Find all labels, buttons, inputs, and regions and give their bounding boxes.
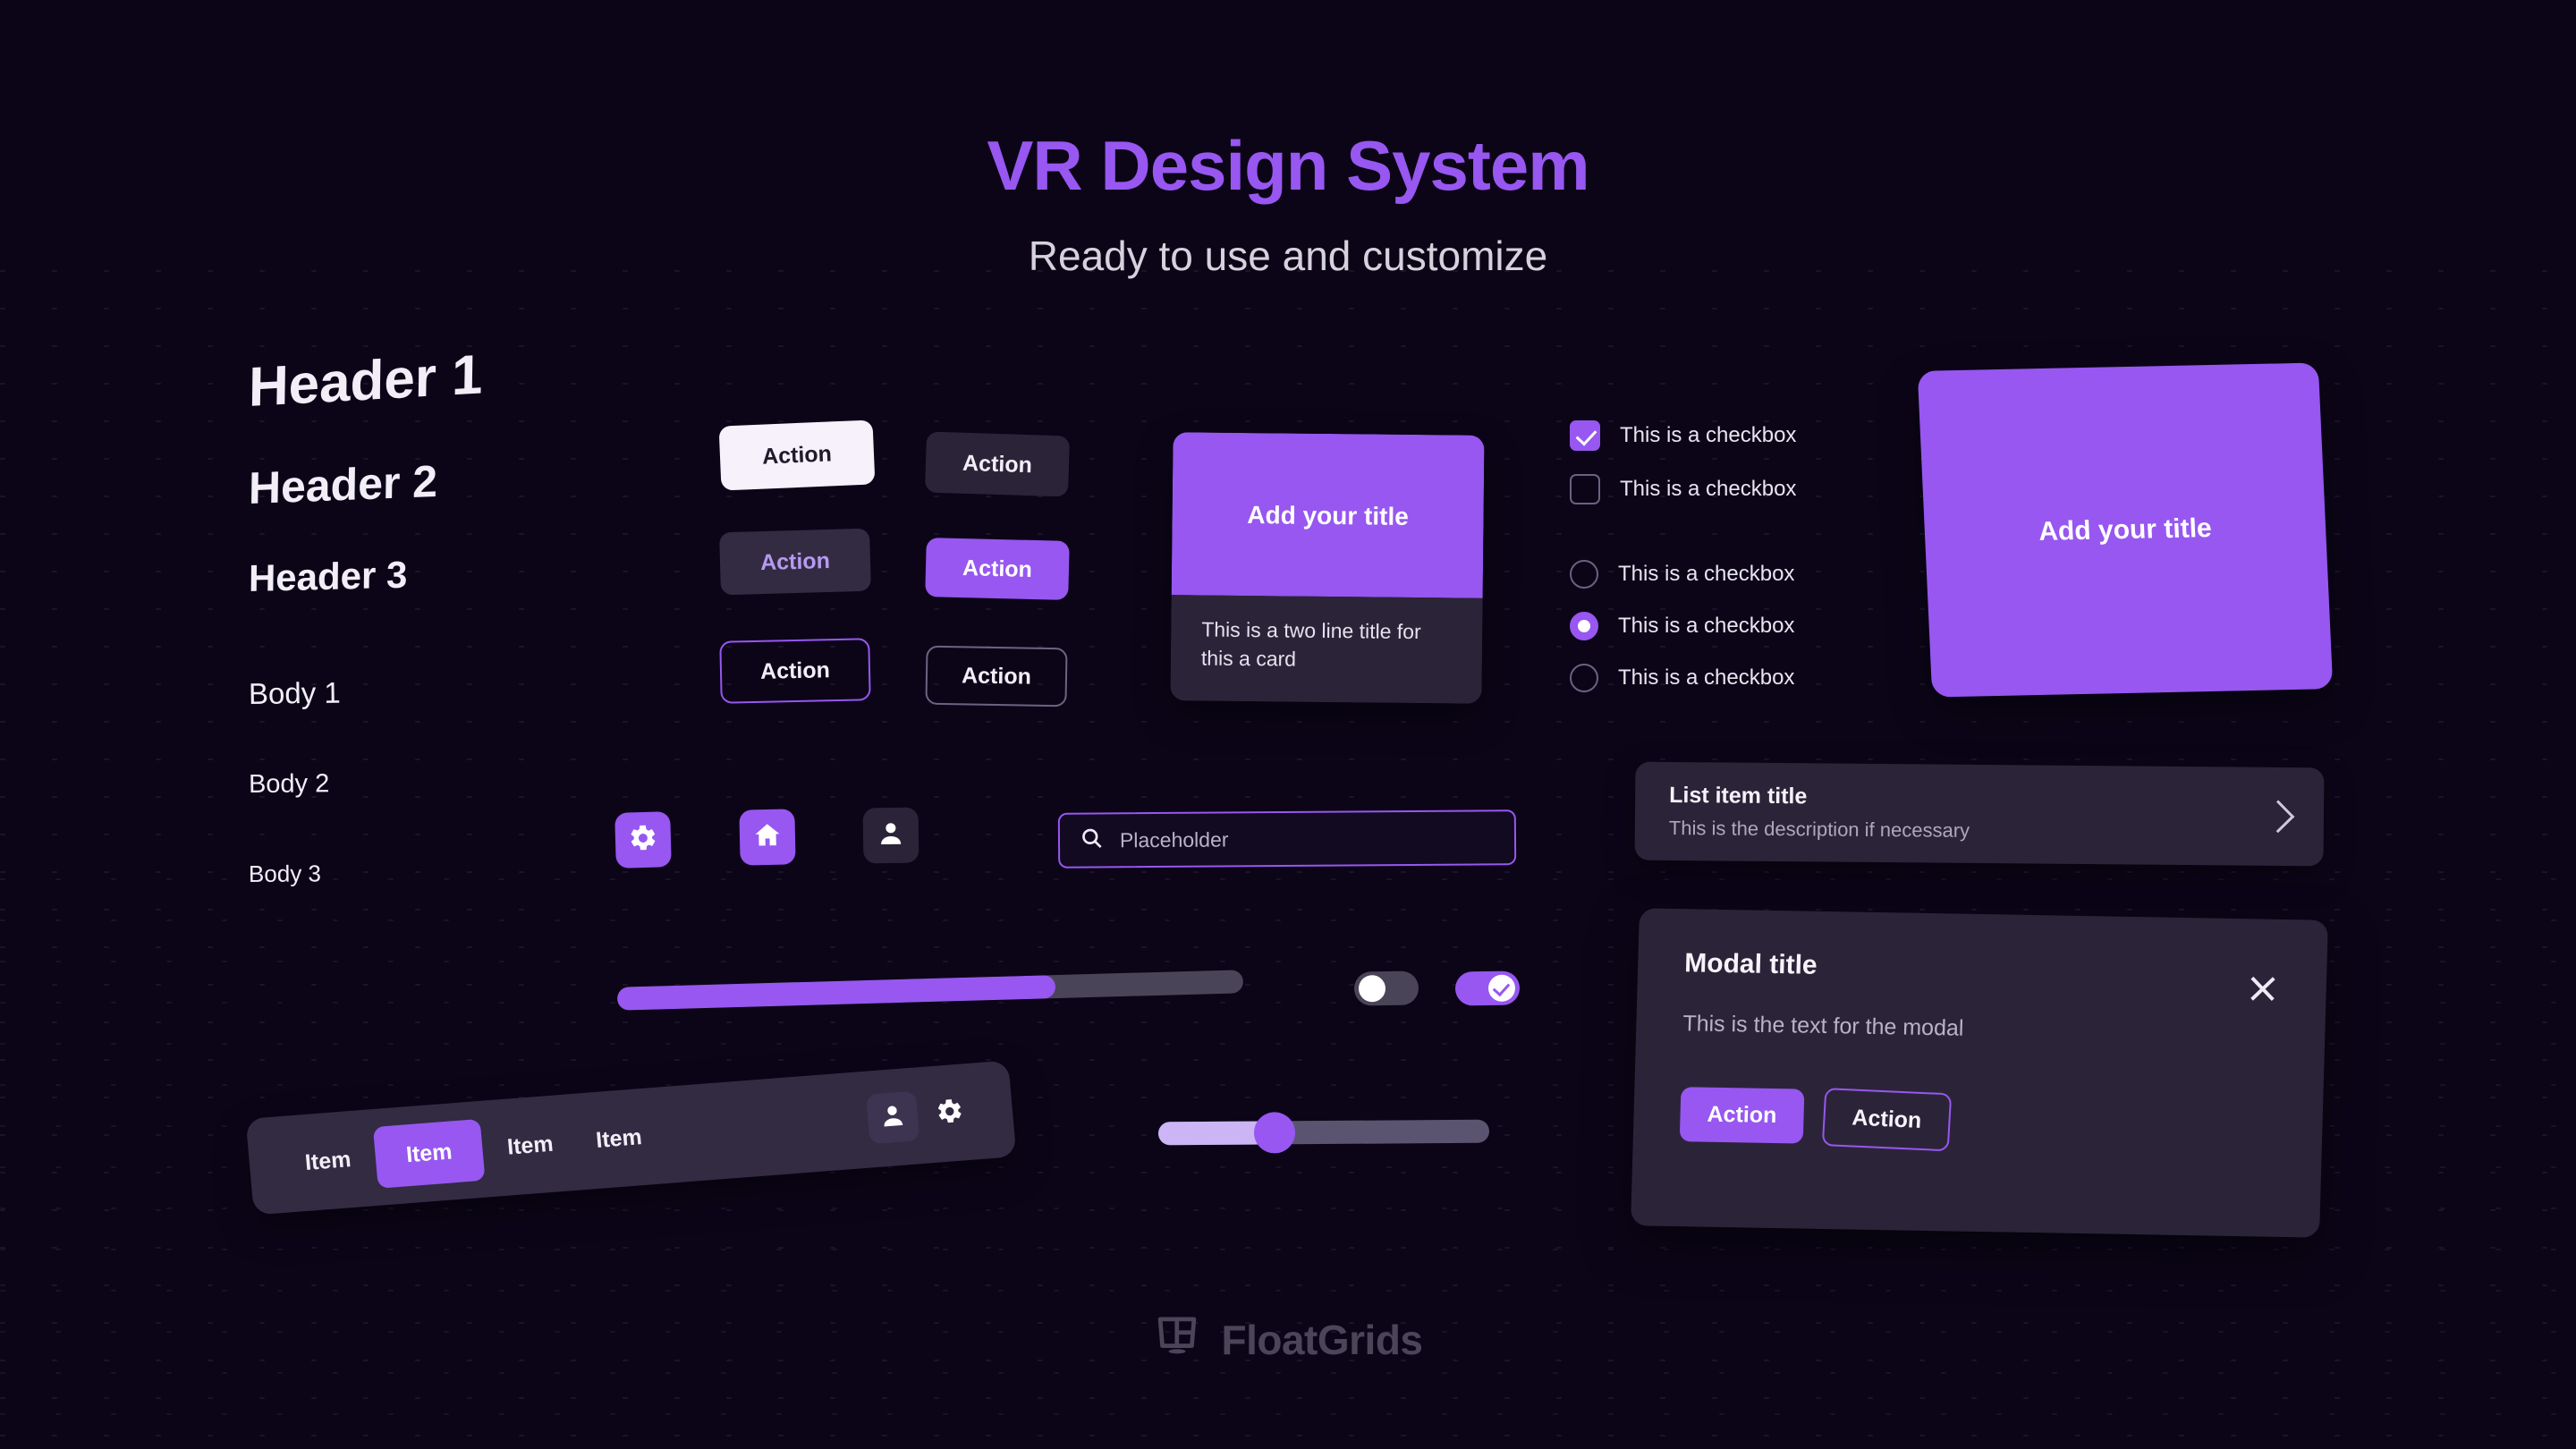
radio-row-1[interactable]: This is a checkbox [1570,560,1874,589]
tab-item-3[interactable]: Item [505,1131,555,1160]
modal-text: This is the text for the modal [1682,1011,1964,1041]
search-icon [1080,826,1104,854]
search-placeholder: Placeholder [1119,826,1229,852]
slider-control[interactable] [1157,1112,1490,1154]
type-body-2: Body 2 [248,769,330,799]
radio-selected-icon[interactable] [1570,612,1598,640]
progress-bar [616,970,1244,1011]
toggle-knob-checked [1487,974,1516,1002]
list-item-text: List item title This is the description … [1669,783,1970,843]
brand-name: FloatGrids [1221,1316,1423,1363]
type-header-1: Header 1 [248,343,484,419]
action-button-outline-gray[interactable]: Action [925,645,1068,708]
toggle-switch-off[interactable] [1353,970,1419,1006]
content-card[interactable]: Add your title This is a two line title … [1170,432,1485,704]
checkbox-checked-icon[interactable] [1570,420,1600,451]
type-header-2: Header 2 [248,455,438,514]
type-header-3: Header 3 [248,553,408,600]
card-caption: This is a two line title for this a card [1200,617,1421,671]
close-icon[interactable] [2247,972,2278,1004]
tab-settings-icon-button[interactable] [923,1087,978,1140]
checkbox-row-unchecked[interactable]: This is a checkbox [1570,474,1874,504]
checkbox-label: This is a checkbox [1620,477,1797,501]
radio-label: This is a checkbox [1618,614,1795,638]
radio-row-2[interactable]: This is a checkbox [1570,612,1874,640]
checkbox-label: This is a checkbox [1620,423,1797,447]
action-button-dark-muted[interactable]: Action [719,528,871,596]
list-item-description: This is the description if necessary [1668,816,1970,842]
action-button-primary[interactable]: Action [925,538,1070,600]
action-button-dark[interactable]: Action [924,431,1071,497]
home-icon-button[interactable] [739,809,796,866]
tab-profile-icon-button[interactable] [865,1090,920,1145]
radio-unselected-icon[interactable] [1570,664,1598,692]
card-title: Add your title [1171,432,1485,598]
tab-item-2-active[interactable]: Item [373,1118,486,1189]
modal-primary-action-button[interactable]: Action [1679,1087,1805,1144]
radio-row-3[interactable]: This is a checkbox [1570,664,1874,692]
radio-label: This is a checkbox [1618,562,1795,586]
card-body: This is a two line title for this a card [1170,595,1483,704]
list-item[interactable]: List item title This is the description … [1634,761,2325,867]
slider-thumb[interactable] [1253,1112,1295,1154]
footer-brand: FloatGrids [0,1310,2576,1368]
toggle-switch-on[interactable] [1454,970,1521,1006]
modal-secondary-action-button[interactable]: Action [1821,1088,1952,1152]
chevron-right-icon[interactable] [2261,800,2295,834]
profile-icon-button[interactable] [862,807,919,864]
tab-item-1[interactable]: Item [303,1146,352,1175]
settings-icon-button[interactable] [614,811,672,869]
modal-actions: Action Action [1679,1087,2277,1156]
search-input[interactable]: Placeholder [1057,809,1517,869]
modal-dialog: Modal title This is the text for the mod… [1631,908,2328,1238]
gear-icon [627,822,658,858]
feature-panel-title: Add your title [2038,513,2213,547]
feature-panel[interactable]: Add your title [1917,362,2334,698]
tab-bar: Item Item Item Item [245,1060,1017,1216]
action-button-outline-purple[interactable]: Action [719,638,871,704]
checkbox-row-checked[interactable]: This is a checkbox [1570,420,1874,451]
tab-spacer [667,1120,861,1135]
checkbox-unchecked-icon[interactable] [1570,474,1600,504]
page-subtitle: Ready to use and customize [1028,233,1548,279]
person-icon [876,818,907,852]
gear-icon [934,1096,965,1131]
typography-specimen-column: Header 1 Header 2 Header 3 Body 1 Body 2… [248,343,714,888]
toggle-knob [1358,975,1386,1003]
hero-header: VR Design System Ready to use and custom… [0,125,2576,280]
selection-controls-group: This is a checkbox This is a checkbox Th… [1570,420,1874,692]
action-button-light[interactable]: Action [718,419,876,491]
radio-unselected-icon[interactable] [1570,560,1598,589]
modal-title: Modal title [1683,948,1818,980]
type-body-1: Body 1 [248,675,341,710]
tab-item-4[interactable]: Item [595,1123,643,1153]
home-icon [752,819,784,855]
person-icon [877,1100,909,1135]
progress-bar-fill [616,975,1056,1011]
radio-label: This is a checkbox [1618,665,1795,690]
grid-panel-icon [1153,1310,1201,1368]
list-item-title: List item title [1669,782,1808,809]
page-title: VR Design System [987,126,1589,205]
